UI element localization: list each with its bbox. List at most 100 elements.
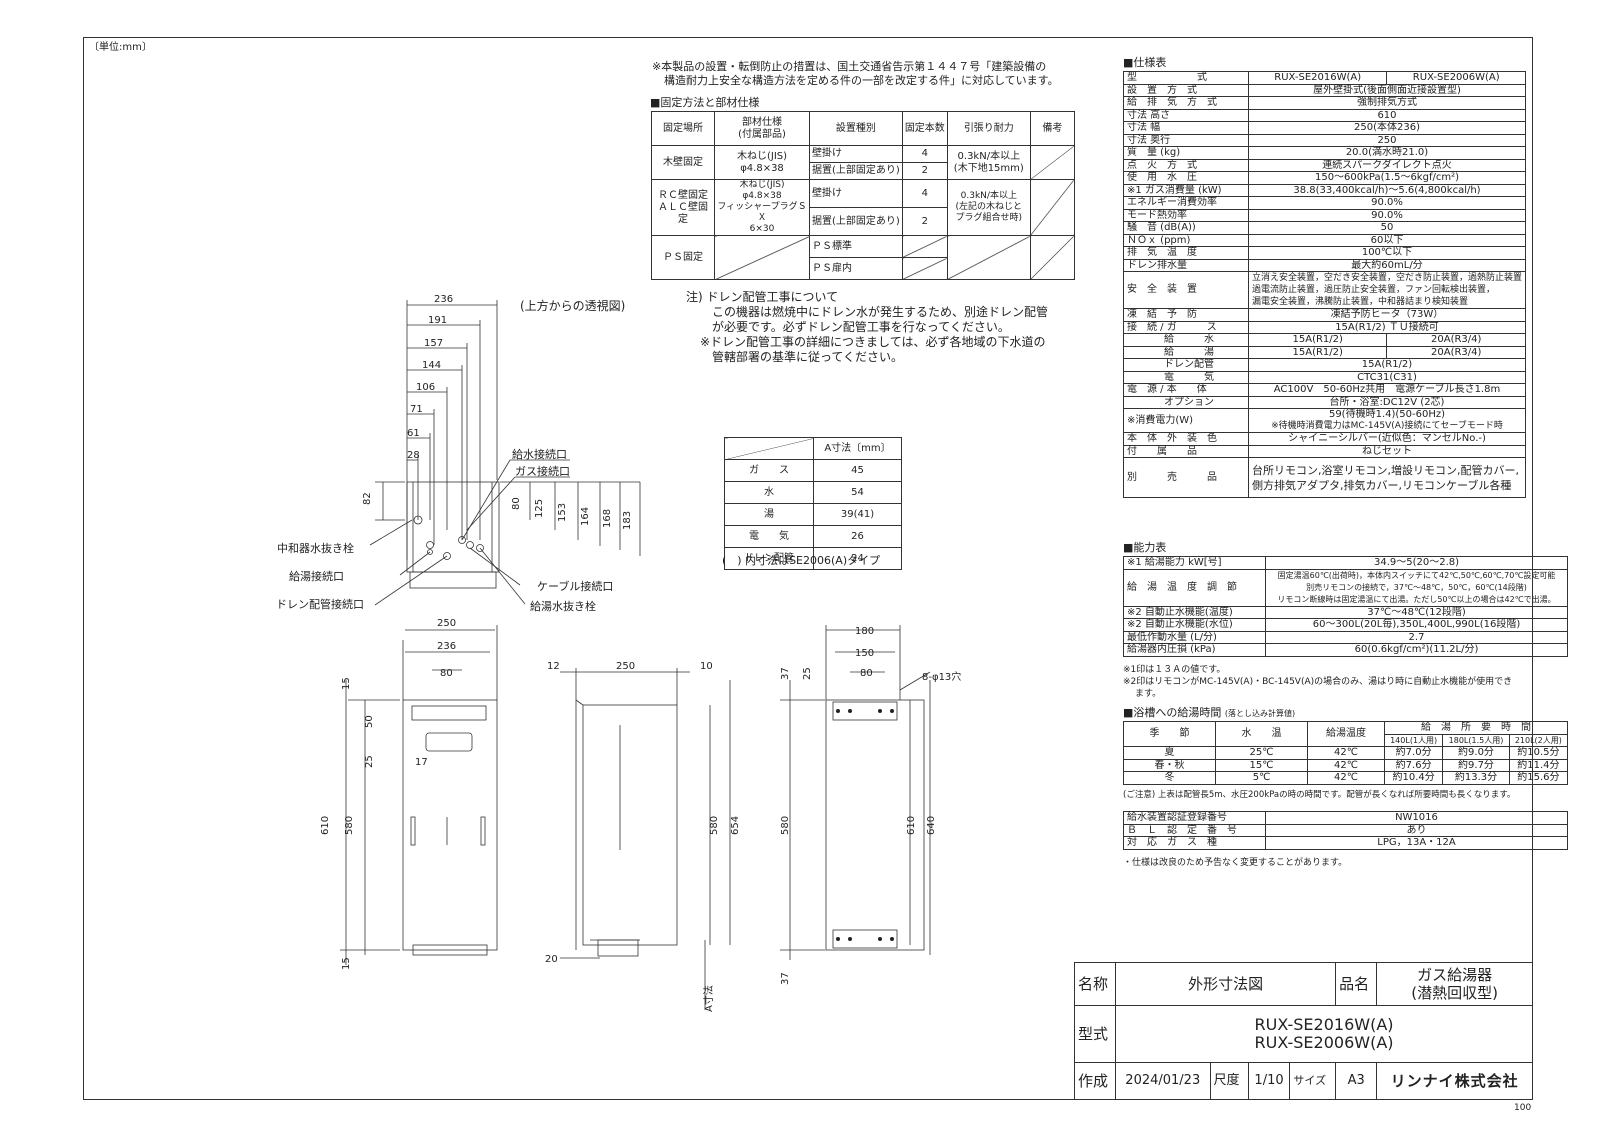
spec-exhaust-temp-v: 100℃以下	[1247, 246, 1527, 260]
tb-name-k: 名称	[1074, 962, 1116, 1006]
tb-model-v1: RUX-SE2016W(A)	[1254, 1015, 1394, 1035]
drain-note: 注) ドレン配管工事について この機器は燃焼中にドレン水が発生するため、別途ドレ…	[686, 290, 1048, 365]
spec-height-v: 610	[1247, 108, 1527, 122]
spec-ignition-v: 連続スパークダイレクト点火	[1247, 158, 1527, 172]
spec-model-v1: RUX-SE2016W(A)	[1247, 71, 1388, 85]
dim-153: 153	[557, 503, 568, 522]
side-a-label: A寸法	[702, 985, 715, 1012]
spec-depth-k: 寸法 奥行	[1123, 133, 1249, 147]
spec-mass-v: 20.0(満水時21.0)	[1247, 146, 1527, 160]
spec-conn-hot-v2: 20A(R3/4)	[1386, 345, 1526, 359]
spec-efficiency-k: エネルギー消費効率	[1123, 196, 1249, 210]
ability-r5-v: 2.7	[1265, 630, 1568, 644]
tb-made-k: 作成	[1074, 1062, 1116, 1100]
fix-ps-place: ＰＳ固定	[651, 235, 715, 280]
spec-exhaust-v: 強制排気方式	[1247, 96, 1527, 110]
fix-wood-place: 木壁固定	[651, 145, 715, 180]
ability-title: ■能力表	[1123, 541, 1167, 554]
cert-gas-v: LPG，13A・12A	[1265, 836, 1568, 850]
spec-accessory-v: ねじセット	[1247, 444, 1527, 458]
spec-accessory-k: 付 属 品	[1123, 444, 1249, 458]
spec-safety-l3: 漏電安全装置，沸騰防止装置，中和器詰まり検知装置	[1251, 297, 1468, 307]
fix-wood-part: 木ねじ(JIS) φ4.8×38	[714, 145, 810, 180]
top-view-body	[406, 481, 500, 573]
front-h-15-bottom: 15	[341, 957, 352, 970]
spec-sold-k: 別 売 品	[1123, 457, 1249, 498]
spec-safety-k: 安 全 装 置	[1123, 271, 1249, 309]
spec-conn-hot-v1: 15A(R1/2)	[1247, 345, 1388, 359]
ability-r3-k: ※2 自動止水機能(温度)	[1123, 605, 1266, 619]
front-w-236: 236	[437, 641, 456, 652]
cert-note: ・仕様は改良のため予告なく変更することがあります。	[1123, 858, 1348, 868]
back-w-180: 180	[855, 626, 874, 637]
spec-efficiency-v: 90.0%	[1247, 196, 1527, 210]
spec-conn-water-v2: 20A(R3/4)	[1386, 333, 1526, 347]
drain-note-l3: が必要です。必ずドレン配管工事を行なってください。	[712, 320, 1010, 334]
spec-conn-water-v1: 15A(R1/2)	[1247, 333, 1388, 347]
spec-conn-drain-k: ドレン配管	[1123, 358, 1249, 372]
label-cable-connection: ケーブル接続口	[537, 579, 613, 593]
title-block: 名称 外形寸法図 品名 ガス給湯器(潜熱回収型) 型式 RUX-SE2016W(…	[1074, 962, 1533, 1100]
spec-width-k: 寸法 幅	[1123, 121, 1249, 135]
front-w-17: 17	[415, 757, 428, 768]
back-h-37-bottom: 37	[780, 972, 791, 985]
label-water-inlet: 給水接続口	[512, 447, 567, 461]
bath-title: ■浴槽への給湯時間 (落とし込み計算値)	[1123, 706, 1295, 721]
tb-product-k: 品名	[1335, 962, 1378, 1006]
ability-r1-v: 34.9〜5(20〜2.8)	[1265, 556, 1568, 570]
ability-r2-k: 給 湯 温 度 調 節	[1123, 568, 1266, 607]
a-table-note: ( ) 内寸法はSE2006(A)タイプ	[722, 554, 881, 567]
bath-spring-b: 約9.7分	[1442, 758, 1510, 772]
bath-winter-b: 約13.3分	[1442, 771, 1510, 785]
cert-gas-k: 対 応 ガ ス 種	[1123, 836, 1266, 850]
drain-note-l1: 注) ドレン配管工事について	[686, 290, 839, 304]
label-drain-pipe-connection: ドレン配管接続口	[276, 597, 364, 611]
spec-title: ■仕様表	[1123, 56, 1167, 69]
bath-summer-season: 夏	[1123, 746, 1216, 760]
fix-ps-part	[714, 235, 810, 280]
spec-conn-gas-label: ガ ス	[1166, 321, 1217, 333]
spec-conn-k: 接 続	[1127, 321, 1157, 333]
tb-size-v: A3	[1335, 1062, 1378, 1100]
dim-28: 28	[407, 450, 420, 461]
spec-gas-consumption-k: ※1 ガス消費量 (kW)	[1123, 183, 1249, 197]
fix-rc-part: 木ねじ(JIS) φ4.8×38 フィッシャープラグＳＸ 6×30	[714, 179, 810, 236]
front-w-250: 250	[437, 618, 456, 629]
ability-r4-k: ※2 自動止水機能(水位)	[1123, 618, 1266, 632]
spec-drain-amount-v: 最大約60mL/分	[1247, 258, 1527, 272]
bath-table: 季 節水 温給湯温度給 湯 所 要 時 間 140L(1人用)180L(1.5人…	[1123, 721, 1569, 785]
tb-made-v: 2024/01/23	[1115, 1062, 1211, 1100]
spec-noise-v: 50	[1247, 221, 1527, 235]
side-w-12: 12	[547, 661, 560, 672]
tb-product-v: ガス給湯器(潜熱回収型)	[1376, 962, 1533, 1006]
fix-rc-type1: 壁掛け	[809, 179, 903, 208]
spec-depth-v: 250	[1247, 133, 1527, 147]
label-hot-water-drain: 給湯水抜き栓	[530, 599, 596, 613]
page-number: 100	[1514, 1103, 1532, 1113]
bath-winter-a: 約10.4分	[1383, 771, 1444, 785]
dim-82: 82	[362, 492, 373, 505]
bath-summer-c: 約10.5分	[1508, 746, 1569, 760]
dim-168: 168	[602, 509, 613, 528]
tb-company: リンナイ株式会社	[1376, 1062, 1533, 1100]
spec-mass-k: 質 量 (kg)	[1123, 146, 1249, 160]
spec-install-v: 屋外壁掛式(後面側面近接設置型)	[1247, 83, 1527, 97]
bath-h-temp: 水 温	[1215, 721, 1308, 747]
spec-power-body-k: 電 源 / 本 体	[1123, 383, 1249, 397]
bath-subtitle: (落とし込み計算値)	[1224, 709, 1296, 718]
ability-note-2: ※2印はリモコンがMC-145V(A)・BC-145V(A)の場合のみ、湯はり時…	[1123, 677, 1513, 687]
fix-rc-n1: 4	[901, 179, 948, 208]
spec-consume-l1: 59(待機時1.4)(50-60Hz)	[1328, 409, 1446, 420]
spec-exhaust-temp-k: 排 気 温 度	[1123, 246, 1249, 260]
front-h-15-top: 15	[341, 677, 352, 690]
label-hot-water-outlet: 給湯接続口	[289, 569, 344, 583]
side-w-20: 20	[545, 954, 558, 965]
spec-gas-consumption-v: 38.8(33,400kcal/h)〜5.6(4,800kcal/h)	[1247, 183, 1527, 197]
dim-157: 157	[424, 338, 443, 349]
ability-r1-k: ※1 給湯能力 kW[号]	[1123, 556, 1266, 570]
fix-rc-note	[1029, 179, 1076, 236]
dim-71: 71	[410, 404, 423, 415]
bath-winter-c: 約15.6分	[1508, 771, 1569, 785]
back-h-640: 640	[926, 816, 937, 835]
